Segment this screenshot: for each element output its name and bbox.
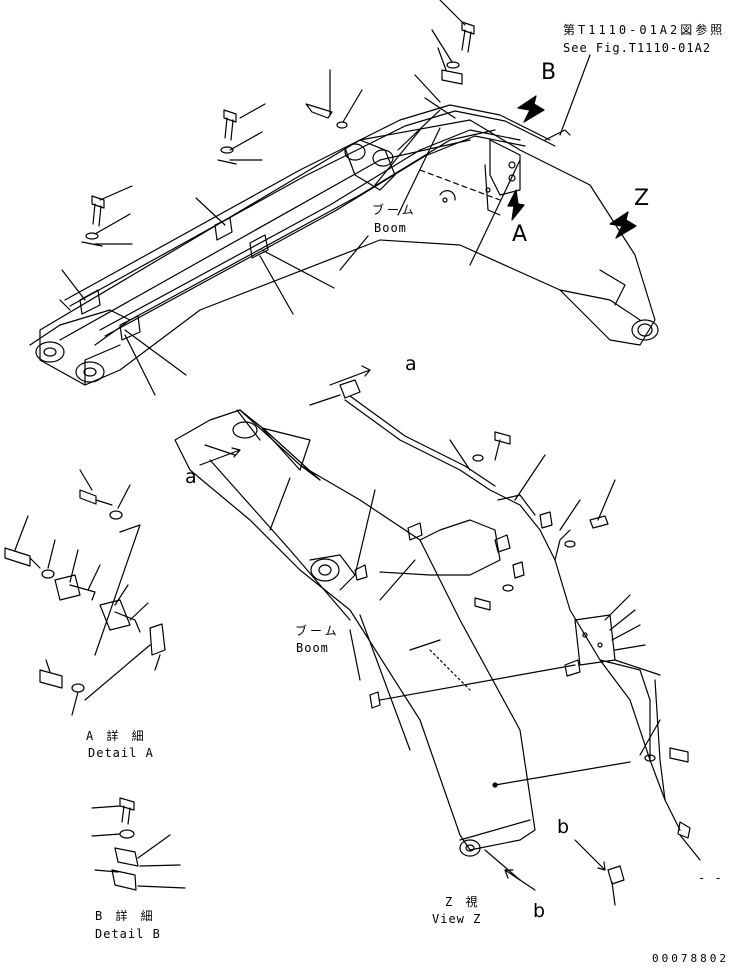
top-boom (29, 0, 659, 396)
arrow-label-a: A (512, 222, 528, 247)
arrow-label-b-bottom: b (533, 900, 546, 922)
arrow-label-a-upper: a (405, 353, 417, 375)
arrow-label-z: Z (634, 186, 650, 211)
detail-a-label-en: Detail A (88, 746, 154, 760)
stray-mark: - - (698, 871, 723, 885)
detail-b-drawing (91, 797, 186, 891)
arrow-label-b-right: b (557, 816, 570, 838)
detail-a-label-jp: A 詳 細 (86, 729, 147, 743)
detail-b-label-jp: B 詳 細 (95, 909, 156, 923)
boom-top-label-jp: ブーム (372, 203, 417, 217)
boom-top-label-en: Boom (374, 221, 407, 235)
document-number: 00078802 (652, 952, 729, 965)
boom-side-label-jp: ブーム (295, 624, 340, 638)
see-fig-ref-jp: 第T1110-01A2図参照 (563, 23, 726, 37)
view-z-label-en: View Z (432, 912, 482, 926)
see-fig-ref-en: See Fig.T1110-01A2 (563, 41, 712, 55)
arrow-label-b: B (541, 60, 557, 85)
view-z-label-jp: Z 視 (445, 895, 481, 909)
detail-a-drawing (4, 469, 166, 716)
side-boom (174, 365, 701, 906)
boom-side-label-en: Boom (296, 641, 329, 655)
arrow-label-a-left: a (185, 466, 197, 488)
detail-b-label-en: Detail B (95, 927, 161, 941)
